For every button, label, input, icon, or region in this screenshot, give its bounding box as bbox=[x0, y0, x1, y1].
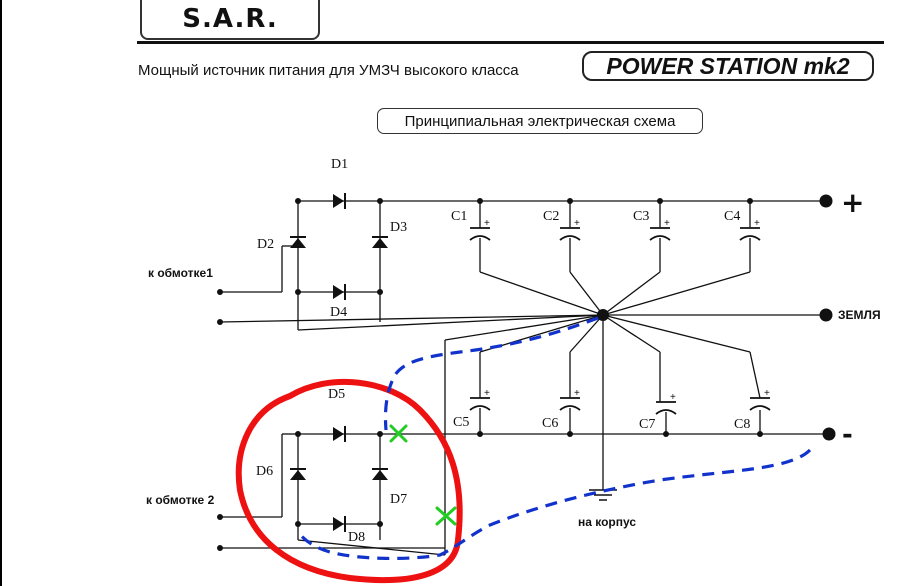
polarity-c4: + bbox=[754, 218, 760, 229]
diagram-caption: Принципиальная электрическая схема bbox=[377, 108, 703, 134]
blue-dashed-path-lower bbox=[296, 448, 812, 561]
red-loop-annotation bbox=[235, 378, 463, 584]
label-d3: D3 bbox=[390, 220, 407, 235]
diode-d1 bbox=[333, 193, 346, 209]
label-c7: C7 bbox=[639, 417, 655, 432]
label-c6: C6 bbox=[542, 416, 558, 431]
capacitor-c5 bbox=[469, 397, 491, 411]
header-divider bbox=[137, 41, 884, 44]
terminal-negative-dot bbox=[822, 427, 836, 441]
junction-dots bbox=[217, 198, 763, 551]
lower-bridge bbox=[220, 433, 446, 556]
diode-d5 bbox=[333, 426, 346, 442]
blue-dashed-path-upper bbox=[383, 316, 599, 431]
label-c2: C2 bbox=[543, 209, 559, 224]
upper-capacitor-wiring bbox=[479, 201, 751, 316]
label-d7: D7 bbox=[390, 492, 407, 507]
label-d6: D6 bbox=[256, 464, 273, 479]
diode-d6 bbox=[290, 468, 306, 480]
capacitor-c6 bbox=[559, 397, 581, 411]
polarity-c8: + bbox=[764, 388, 770, 399]
capacitor-c1 bbox=[469, 227, 491, 241]
terminal-positive-dot bbox=[819, 194, 833, 208]
label-d5: D5 bbox=[328, 387, 345, 402]
label-d1: D1 bbox=[331, 157, 348, 172]
page-left-border bbox=[0, 0, 2, 586]
product-badge: POWER STATION mk2 bbox=[582, 51, 874, 81]
polarity-c6: + bbox=[574, 388, 580, 399]
green-cross-mark-1 bbox=[389, 424, 408, 443]
polarity-c5: + bbox=[484, 388, 490, 399]
label-d4: D4 bbox=[330, 305, 347, 320]
chassis-ground-symbol bbox=[589, 489, 617, 501]
logo-box: S.A.R. bbox=[140, 0, 320, 40]
label-c1: C1 bbox=[451, 209, 467, 224]
lower-capacitor-wiring bbox=[380, 351, 826, 435]
label-d8: D8 bbox=[348, 530, 365, 545]
polarity-c2: + bbox=[574, 218, 580, 229]
label-winding-2: к обмотке 2 bbox=[146, 493, 215, 507]
label-c3: C3 bbox=[633, 209, 649, 224]
polarity-c1: + bbox=[484, 218, 490, 229]
polarity-c7: + bbox=[670, 392, 676, 403]
label-negative-terminal: - bbox=[842, 420, 853, 450]
label-winding-1: к обмотке1 bbox=[148, 266, 213, 280]
label-ground-terminal: ЗЕМЛЯ bbox=[838, 308, 881, 322]
capacitor-c4 bbox=[739, 227, 761, 241]
green-cross-mark-2 bbox=[435, 506, 457, 526]
polarity-c3: + bbox=[664, 218, 670, 229]
label-c8: C8 bbox=[734, 417, 750, 432]
capacitor-c2 bbox=[559, 227, 581, 241]
diode-d7 bbox=[372, 468, 388, 480]
label-d2: D2 bbox=[257, 237, 274, 252]
diode-d4 bbox=[333, 284, 346, 300]
capacitor-c8 bbox=[749, 397, 771, 411]
output-terminals bbox=[819, 194, 836, 441]
diode-d8 bbox=[333, 516, 346, 532]
terminal-ground-dot bbox=[819, 308, 833, 322]
page-subtitle: Мощный источник питания для УМЗЧ высоког… bbox=[138, 62, 519, 79]
logo-text: S.A.R. bbox=[182, 4, 278, 34]
label-positive-terminal: + bbox=[841, 186, 864, 219]
diode-d2 bbox=[290, 236, 306, 248]
capacitor-c7 bbox=[655, 401, 677, 415]
label-chassis: на корпус bbox=[578, 515, 636, 529]
product-name: POWER STATION mk2 bbox=[606, 52, 850, 79]
label-c5: C5 bbox=[453, 415, 469, 430]
label-c4: C4 bbox=[724, 209, 740, 224]
diode-d3 bbox=[372, 236, 388, 248]
capacitor-c3 bbox=[649, 227, 671, 241]
